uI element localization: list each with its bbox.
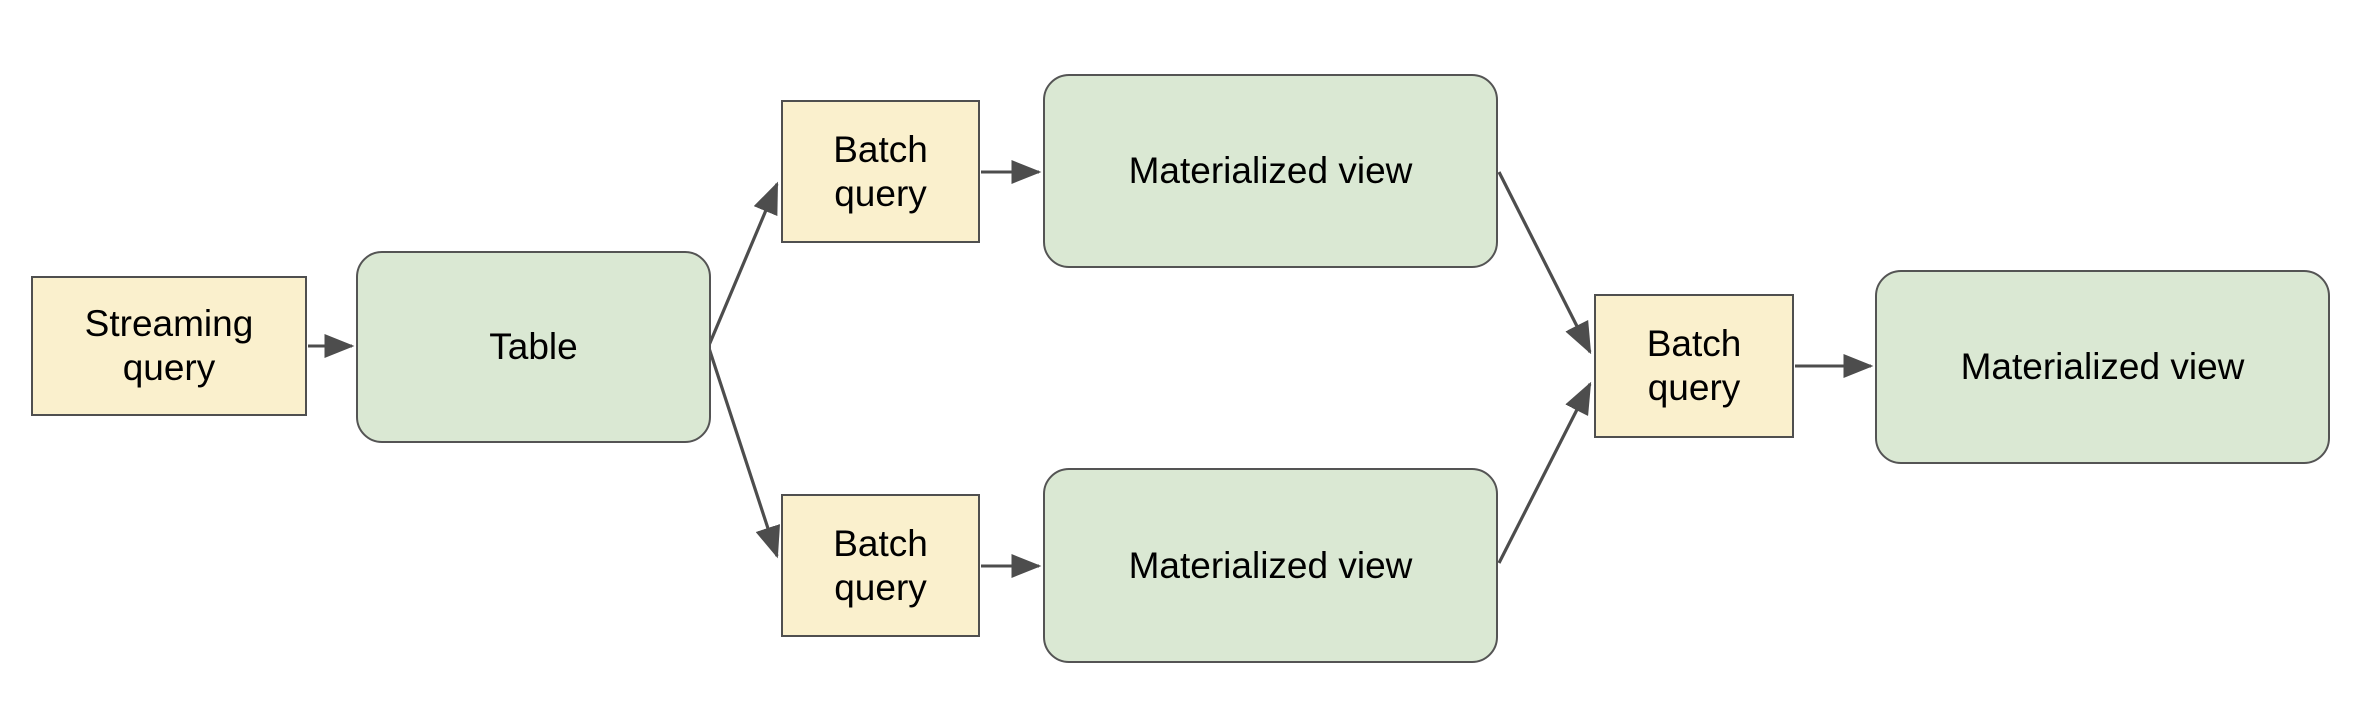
node-batch-query-bottom-label: Batch query — [833, 522, 928, 608]
node-batch-query-join[interactable]: Batch query — [1594, 294, 1794, 438]
node-materialized-view-final[interactable]: Materialized view — [1875, 270, 2330, 464]
node-table-label: Table — [489, 326, 578, 368]
node-materialized-view-top[interactable]: Materialized view — [1043, 74, 1498, 268]
node-batch-query-join-label: Batch query — [1646, 323, 1742, 408]
node-materialized-view-top-label: Materialized view — [1128, 150, 1413, 192]
edge-table-to-batch-top — [705, 181, 779, 351]
node-table[interactable]: Table — [356, 251, 711, 443]
node-streaming-query[interactable]: Streaming query — [31, 276, 307, 416]
edge-mv-bottom-to-join — [1497, 381, 1592, 564]
node-batch-query-bottom[interactable]: Batch query — [781, 494, 980, 637]
node-materialized-view-bottom-label: Materialized view — [1128, 544, 1413, 586]
node-streaming-query-label: Streaming query — [84, 303, 254, 388]
node-materialized-view-final-label: Materialized view — [1960, 346, 2245, 388]
edge-table-to-batch-bottom — [705, 341, 781, 559]
node-materialized-view-bottom[interactable]: Materialized view — [1043, 468, 1498, 663]
node-batch-query-top[interactable]: Batch query — [781, 100, 980, 243]
node-batch-query-top-label: Batch query — [833, 128, 928, 214]
edge-mv-top-to-join — [1497, 171, 1592, 355]
